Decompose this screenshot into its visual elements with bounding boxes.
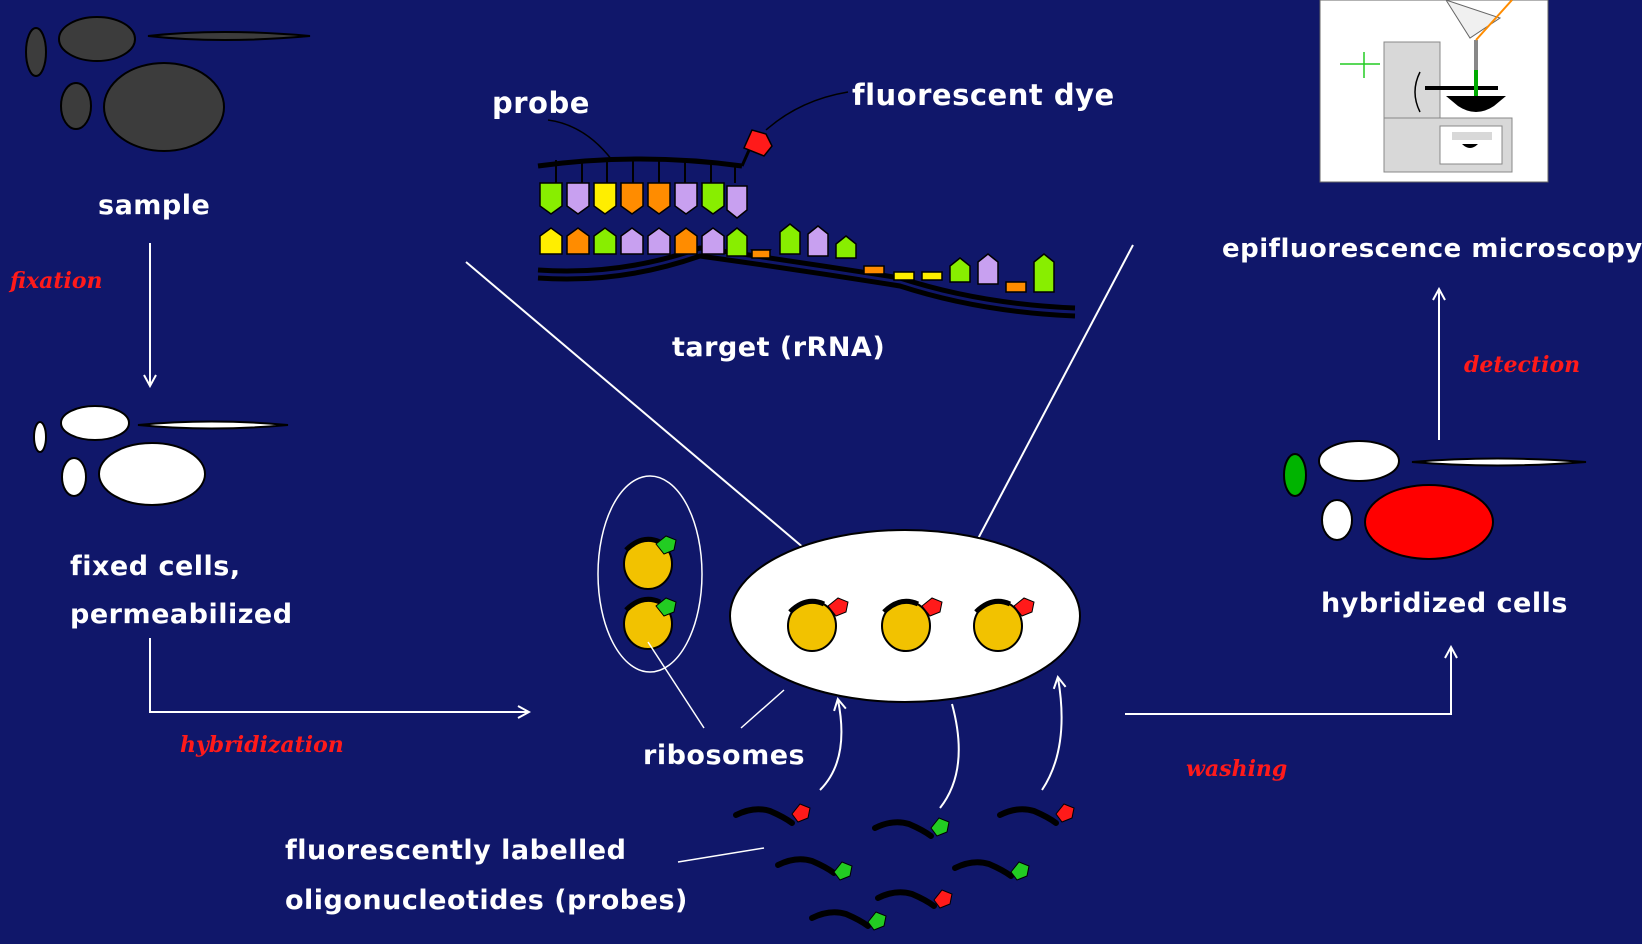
label-oligonucleotides: fluorescently labelled oligonucleotides … [285,826,688,926]
label-probe: probe [492,86,590,120]
label-oligonucleotides-line1: fluorescently labelled [285,826,688,876]
label-oligonucleotides-line2: oligonucleotides (probes) [285,876,688,926]
label-fixed-cells-line1: fixed cells, [70,543,293,591]
step-detection: detection [1464,352,1580,378]
ribosome-inset [598,476,702,672]
rrna-probe-duplex [538,130,1075,316]
cell-with-ribosomes [730,530,1080,702]
label-fixed-cells: fixed cells, permeabilized [70,543,293,639]
label-sample: sample [98,190,210,221]
probes-pointer [678,848,764,862]
step-fixation: fixation [10,268,103,294]
step-washing: washing [1186,756,1287,782]
label-hybridized-cells: hybridized cells [1321,588,1568,619]
label-epifluorescence: epifluorescence microscopy [1222,234,1642,264]
paired-bases [540,183,747,256]
leader-lines [548,92,848,160]
washing-arrow [1125,648,1451,714]
label-fluorescent-dye: fluorescent dye [852,78,1115,112]
zoom-line-left [466,262,818,560]
fixed-cells [34,406,288,505]
sample-cells [26,17,310,151]
target-bases [752,224,1054,292]
hybridization-arrow [150,638,528,712]
oligonucleotide-probes [736,804,1074,930]
step-hybridization: hybridization [180,732,344,758]
microscope-icon [1320,0,1548,182]
label-ribosomes: ribosomes [643,740,805,771]
hybridized-cells [1284,441,1586,559]
label-target: target (rRNA) [672,332,885,363]
label-fixed-cells-line2: permeabilized [70,591,293,639]
